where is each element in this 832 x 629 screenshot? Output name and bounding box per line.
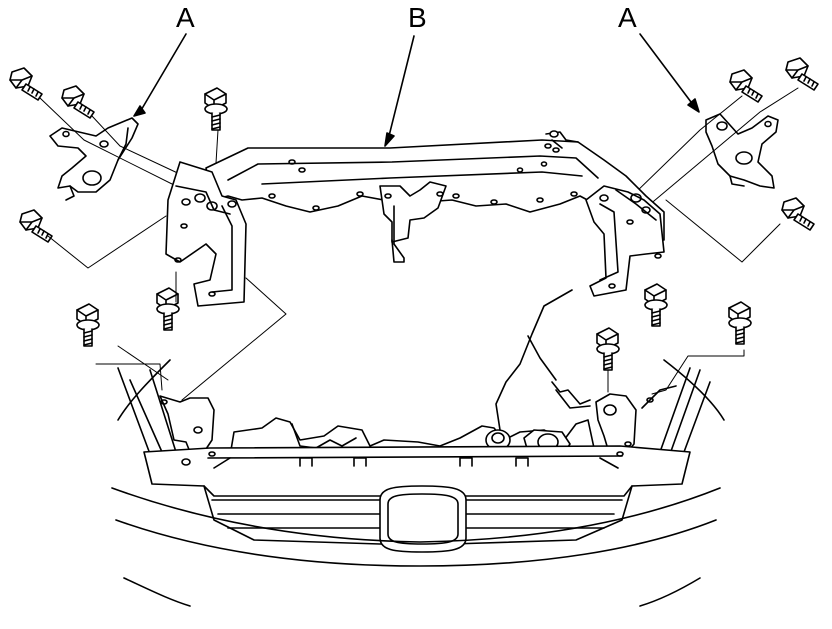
callout-leaders [134, 34, 699, 146]
right-bracket-a [706, 114, 778, 188]
vehicle-front-structure [112, 290, 724, 606]
bolt-right-vertical [644, 283, 668, 327]
callout-label-b: B [408, 2, 427, 33]
callout-label-a-left: A [176, 2, 195, 33]
bulkhead-holes [269, 144, 577, 210]
bolt-top-left-1 [9, 67, 43, 101]
front-bulkhead-b [166, 131, 664, 306]
bolt-top-left-2 [61, 85, 95, 119]
left-bracket-a [50, 118, 138, 200]
bolt-left-vertical [204, 87, 228, 131]
bolt-right-lower [781, 197, 815, 231]
bolt-body-right [728, 301, 752, 345]
bolt-top-right-2 [785, 57, 819, 91]
bolt-body-right-inner [596, 327, 620, 371]
bolt-top-right-1 [729, 69, 763, 103]
bolt-left-lower [19, 209, 53, 243]
callout-label-a-right: A [618, 2, 637, 33]
bolt-body-left [76, 303, 100, 347]
